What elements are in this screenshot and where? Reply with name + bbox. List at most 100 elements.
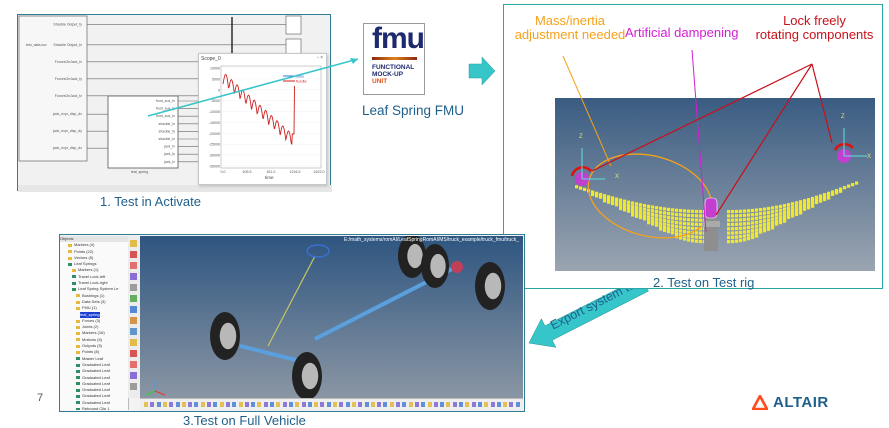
tree-item[interactable]: Master Leaf <box>60 356 128 362</box>
toolbar-button[interactable] <box>130 240 137 247</box>
toolbar-button[interactable] <box>244 402 249 407</box>
toolbar-button[interactable] <box>351 402 356 407</box>
tree-item[interactable]: Graduated Leaf <box>60 368 128 374</box>
toolbar-button[interactable] <box>130 372 137 379</box>
toolbar-button[interactable] <box>490 402 495 407</box>
toolbar-button[interactable] <box>515 402 520 407</box>
vertical-toolbar[interactable] <box>128 236 141 398</box>
toolbar-button[interactable] <box>207 402 211 407</box>
tree-item[interactable]: Markers (1) <box>60 267 128 273</box>
toolbar-button[interactable] <box>427 402 432 407</box>
toolbar-button[interactable] <box>194 402 199 407</box>
tree-item[interactable]: Motions (5) <box>60 337 128 343</box>
toolbar-button[interactable] <box>130 306 137 313</box>
tree-item[interactable]: Bushings (1) <box>60 293 128 299</box>
toolbar-button[interactable] <box>156 402 161 407</box>
toolbar-button[interactable] <box>383 402 388 407</box>
tree-item[interactable]: Points (8) <box>60 349 128 355</box>
tree-item[interactable]: Travel Lock-right <box>60 280 128 286</box>
toolbar-button[interactable] <box>421 402 426 407</box>
toolbar-button[interactable] <box>130 295 137 302</box>
toolbar-button[interactable] <box>465 402 470 407</box>
toolbar-button[interactable] <box>288 402 293 407</box>
toolbar-button[interactable] <box>377 402 382 407</box>
test-rig-viewport[interactable]: Z X Z X <box>555 98 875 271</box>
toolbar-button[interactable] <box>339 402 344 407</box>
toolbar-button[interactable] <box>440 402 445 407</box>
toolbar-button[interactable] <box>503 402 508 407</box>
tree-item[interactable]: FMU (1) <box>60 305 128 311</box>
toolbar-button[interactable] <box>150 402 155 407</box>
toolbar-button[interactable] <box>213 402 218 407</box>
toolbar-button[interactable] <box>225 402 230 407</box>
toolbar-button[interactable] <box>402 402 407 407</box>
toolbar-button[interactable] <box>358 402 363 407</box>
toolbar-button[interactable] <box>477 402 482 407</box>
toolbar-button[interactable] <box>130 328 137 335</box>
toolbar-button[interactable] <box>169 402 174 407</box>
tree-item[interactable]: Markers (4) <box>60 242 128 248</box>
tree-item[interactable]: Markers (16) <box>60 330 128 336</box>
tree-item[interactable]: Outputs (5) <box>60 343 128 349</box>
bottom-toolbar[interactable] <box>140 398 523 411</box>
toolbar-button[interactable] <box>219 402 224 407</box>
tree-item[interactable]: Leaf Springs <box>60 261 128 267</box>
toolbar-button[interactable] <box>496 402 501 407</box>
toolbar-button[interactable] <box>408 402 413 407</box>
toolbar-button[interactable] <box>389 402 394 407</box>
tree-item[interactable]: Travel Lock-left <box>60 274 128 280</box>
tree-item[interactable]: Graduated Leaf <box>60 393 128 399</box>
toolbar-button[interactable] <box>162 402 167 407</box>
toolbar-button[interactable] <box>364 402 369 407</box>
toolbar-button[interactable] <box>320 402 325 407</box>
toolbar-button[interactable] <box>270 402 274 407</box>
toolbar-button[interactable] <box>301 402 306 407</box>
toolbar-button[interactable] <box>471 402 476 407</box>
toolbar-button[interactable] <box>345 402 350 407</box>
toolbar-button[interactable] <box>130 284 137 291</box>
tree-item[interactable]: Graduated Leaf <box>60 400 128 406</box>
toolbar-button[interactable] <box>144 402 148 407</box>
toolbar-button[interactable] <box>251 402 256 407</box>
toolbar-button[interactable] <box>326 402 331 407</box>
toolbar-button[interactable] <box>282 402 287 407</box>
tree-item[interactable]: Joints (2) <box>60 324 128 330</box>
toolbar-button[interactable] <box>459 402 463 407</box>
toolbar-button[interactable] <box>370 402 375 407</box>
tree-item[interactable]: Leaf Spring System Le <box>60 286 128 292</box>
tree-item[interactable]: Forces (3) <box>60 318 128 324</box>
tree-item[interactable]: Graduated Leaf <box>60 362 128 368</box>
toolbar-button[interactable] <box>414 402 419 407</box>
tree-item[interactable]: Vectors (5) <box>60 255 128 261</box>
tree-item[interactable]: leaf_spring <box>60 311 128 318</box>
toolbar-button[interactable] <box>314 402 319 407</box>
toolbar-button[interactable] <box>130 339 137 346</box>
toolbar-button[interactable] <box>295 402 300 407</box>
toolbar-button[interactable] <box>452 402 457 407</box>
toolbar-button[interactable] <box>130 251 137 258</box>
toolbar-button[interactable] <box>181 402 186 407</box>
toolbar-button[interactable] <box>188 402 193 407</box>
toolbar-button[interactable] <box>446 402 451 407</box>
toolbar-button[interactable] <box>130 350 137 357</box>
tree-item[interactable]: Graduated Leaf <box>60 375 128 381</box>
toolbar-button[interactable] <box>130 273 137 280</box>
toolbar-button[interactable] <box>433 402 438 407</box>
toolbar-button[interactable] <box>238 402 243 407</box>
tree-item[interactable]: Rebound Clip 1 <box>60 406 128 410</box>
toolbar-button[interactable] <box>130 383 137 390</box>
model-browser-tree[interactable]: Objects Markers (4)Points (22)Vectors (5… <box>60 236 129 410</box>
toolbar-button[interactable] <box>509 402 514 407</box>
toolbar-button[interactable] <box>175 402 180 407</box>
tree-item[interactable]: Graduated Leaf <box>60 381 128 387</box>
toolbar-button[interactable] <box>200 402 205 407</box>
toolbar-button[interactable] <box>263 402 268 407</box>
toolbar-button[interactable] <box>130 262 137 269</box>
toolbar-button[interactable] <box>333 402 337 407</box>
toolbar-button[interactable] <box>232 402 237 407</box>
tree-item[interactable]: Graduated Leaf <box>60 387 128 393</box>
toolbar-button[interactable] <box>484 402 489 407</box>
scope-window-controls[interactable]: ▫ × <box>316 55 323 61</box>
toolbar-button[interactable] <box>307 402 312 407</box>
